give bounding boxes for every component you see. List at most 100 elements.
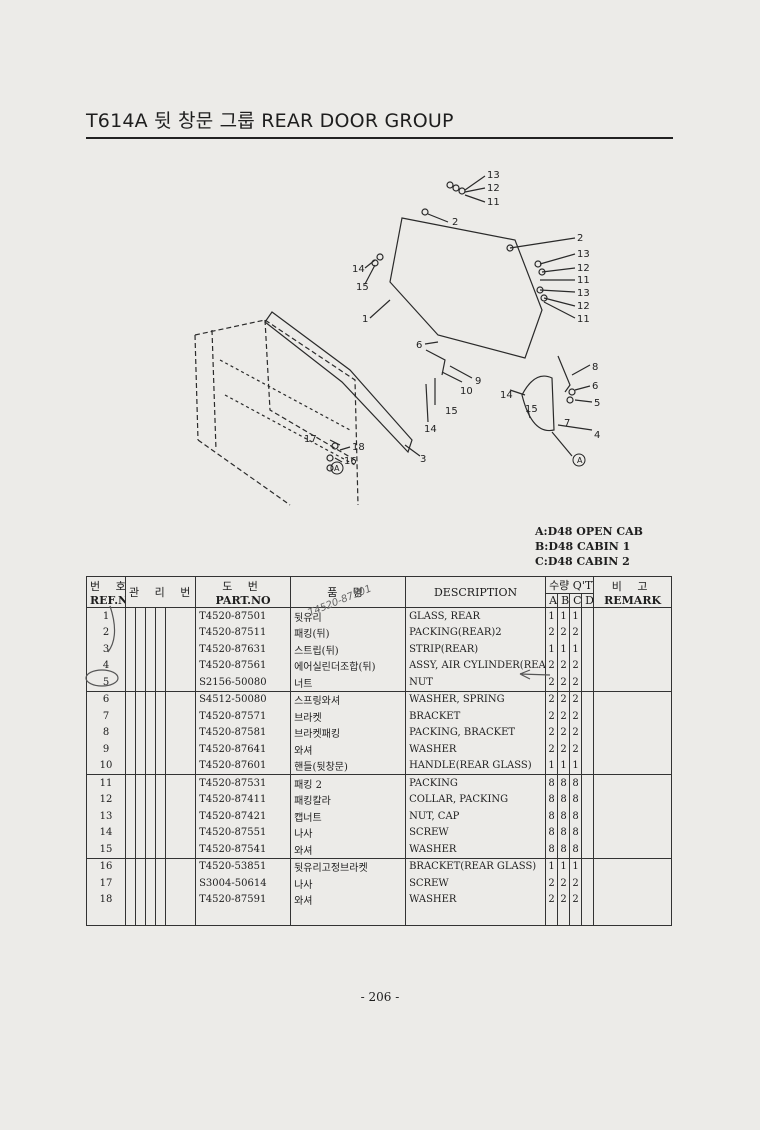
qty-b-cell: 8 <box>557 824 571 841</box>
remark-cell <box>593 757 673 775</box>
mgmt-cell <box>155 691 166 708</box>
title-divider <box>86 137 673 139</box>
part-no-cell: T4520-87591 <box>195 891 292 908</box>
part-no-cell: S3004-50614 <box>195 875 292 892</box>
ref-no-cell: 9 <box>86 741 126 758</box>
mgmt-cell <box>135 757 146 775</box>
mgmt-cell <box>145 708 156 725</box>
name-ko-cell: 핸들(뒷창문) <box>290 757 407 775</box>
callout-label: 11 <box>577 314 590 325</box>
qty-d-cell <box>581 808 595 825</box>
qty-c-cell: 2 <box>569 724 583 741</box>
qty-a-cell: 1 <box>545 607 559 625</box>
callout-label: 18 <box>352 442 365 453</box>
mgmt-cell <box>125 641 136 658</box>
remark-cell <box>593 875 673 892</box>
mgmt-cell <box>135 808 146 825</box>
part-no-cell: T4520-87631 <box>195 641 292 658</box>
mgmt-cell <box>125 824 136 841</box>
qty-c-cell: 1 <box>569 858 583 875</box>
part-no-cell: T4520-87421 <box>195 808 292 825</box>
qty-b-cell: 8 <box>557 841 571 859</box>
mgmt-cell <box>125 841 136 859</box>
description-cell: COLLAR, PACKING <box>405 791 547 808</box>
mgmt-cell <box>145 607 156 625</box>
mgmt-cell <box>135 724 146 741</box>
mgmt-cell <box>135 657 146 674</box>
ref-no-cell: 13 <box>86 808 126 825</box>
name-ko-cell: 나사 <box>290 875 407 892</box>
qty-b-cell: 2 <box>557 657 571 674</box>
qty-c-cell: 8 <box>569 791 583 808</box>
qty-d-cell <box>581 824 595 841</box>
header-mgmt-no: 관 리 번 호 <box>124 576 197 608</box>
header-qty: 수량 Q'TY <box>545 576 595 594</box>
ref-no-cell: 5 <box>86 674 126 692</box>
remark-cell <box>593 841 673 859</box>
mgmt-cell <box>155 841 166 859</box>
qty-a-cell: 1 <box>545 757 559 775</box>
mgmt-cell <box>145 741 156 758</box>
mgmt-cell <box>135 691 146 708</box>
qty-a-cell: 2 <box>545 724 559 741</box>
name-ko-cell: 와셔 <box>290 891 407 908</box>
ref-no-cell: 7 <box>86 708 126 725</box>
remark-cell <box>593 674 673 692</box>
mgmt-cell <box>155 641 166 658</box>
qty-a-cell: 2 <box>545 875 559 892</box>
part-no-cell: T4520-87601 <box>195 757 292 775</box>
qty-a-cell: 2 <box>545 691 559 708</box>
qty-b-cell: 1 <box>557 607 571 625</box>
qty-a-cell: 8 <box>545 808 559 825</box>
qty-c-cell: 2 <box>569 741 583 758</box>
ref-no-cell: 16 <box>86 858 126 875</box>
callout-label: 14 <box>424 424 437 435</box>
header-ref-no: 번 호 REF.NO <box>86 576 126 608</box>
mgmt-cell <box>164 624 197 641</box>
mgmt-cell <box>155 674 166 692</box>
callout-label: 7 <box>564 418 570 429</box>
mgmt-cell <box>164 891 197 908</box>
callout-label: 11 <box>487 197 500 208</box>
description-cell: NUT <box>405 674 547 692</box>
part-no-cell: T4520-87501 <box>195 607 292 625</box>
qty-b-cell: 1 <box>557 858 571 875</box>
header-qty-a: A <box>545 593 559 608</box>
part-no-cell: T4520-87541 <box>195 841 292 859</box>
remark-cell <box>593 691 673 708</box>
mgmt-cell <box>135 774 146 792</box>
qty-a-cell: 1 <box>545 641 559 658</box>
remark-cell <box>593 641 673 658</box>
rear-glass-shape <box>389 217 543 359</box>
page-title: T614A 뒷 창문 그룹 REAR DOOR GROUP <box>86 110 454 132</box>
mgmt-cell <box>155 824 166 841</box>
qty-d-cell <box>581 741 595 758</box>
empty-cell <box>557 908 571 926</box>
strip-shape <box>264 311 413 454</box>
part-no-cell: T4520-87561 <box>195 657 292 674</box>
mgmt-cell <box>125 724 136 741</box>
name-ko-cell: 너트 <box>290 674 407 692</box>
header-qty-c: C <box>569 593 583 608</box>
callout-label: 15 <box>525 404 538 415</box>
mgmt-cell <box>164 774 197 792</box>
cab-frame <box>194 319 359 506</box>
qty-c-cell: 2 <box>569 875 583 892</box>
mgmt-cell <box>164 791 197 808</box>
name-ko-cell: 뒷유리고정브라켓 <box>290 858 407 875</box>
empty-cell <box>145 908 156 926</box>
header-name-ko: 품 명 <box>290 576 407 608</box>
mgmt-cell <box>155 808 166 825</box>
qty-b-cell: 2 <box>557 708 571 725</box>
header-part-en: PART.NO <box>215 593 271 607</box>
mgmt-cell <box>155 724 166 741</box>
qty-b-cell: 8 <box>557 774 571 792</box>
qty-b-cell: 8 <box>557 791 571 808</box>
mgmt-cell <box>155 858 166 875</box>
mgmt-cell <box>145 757 156 775</box>
